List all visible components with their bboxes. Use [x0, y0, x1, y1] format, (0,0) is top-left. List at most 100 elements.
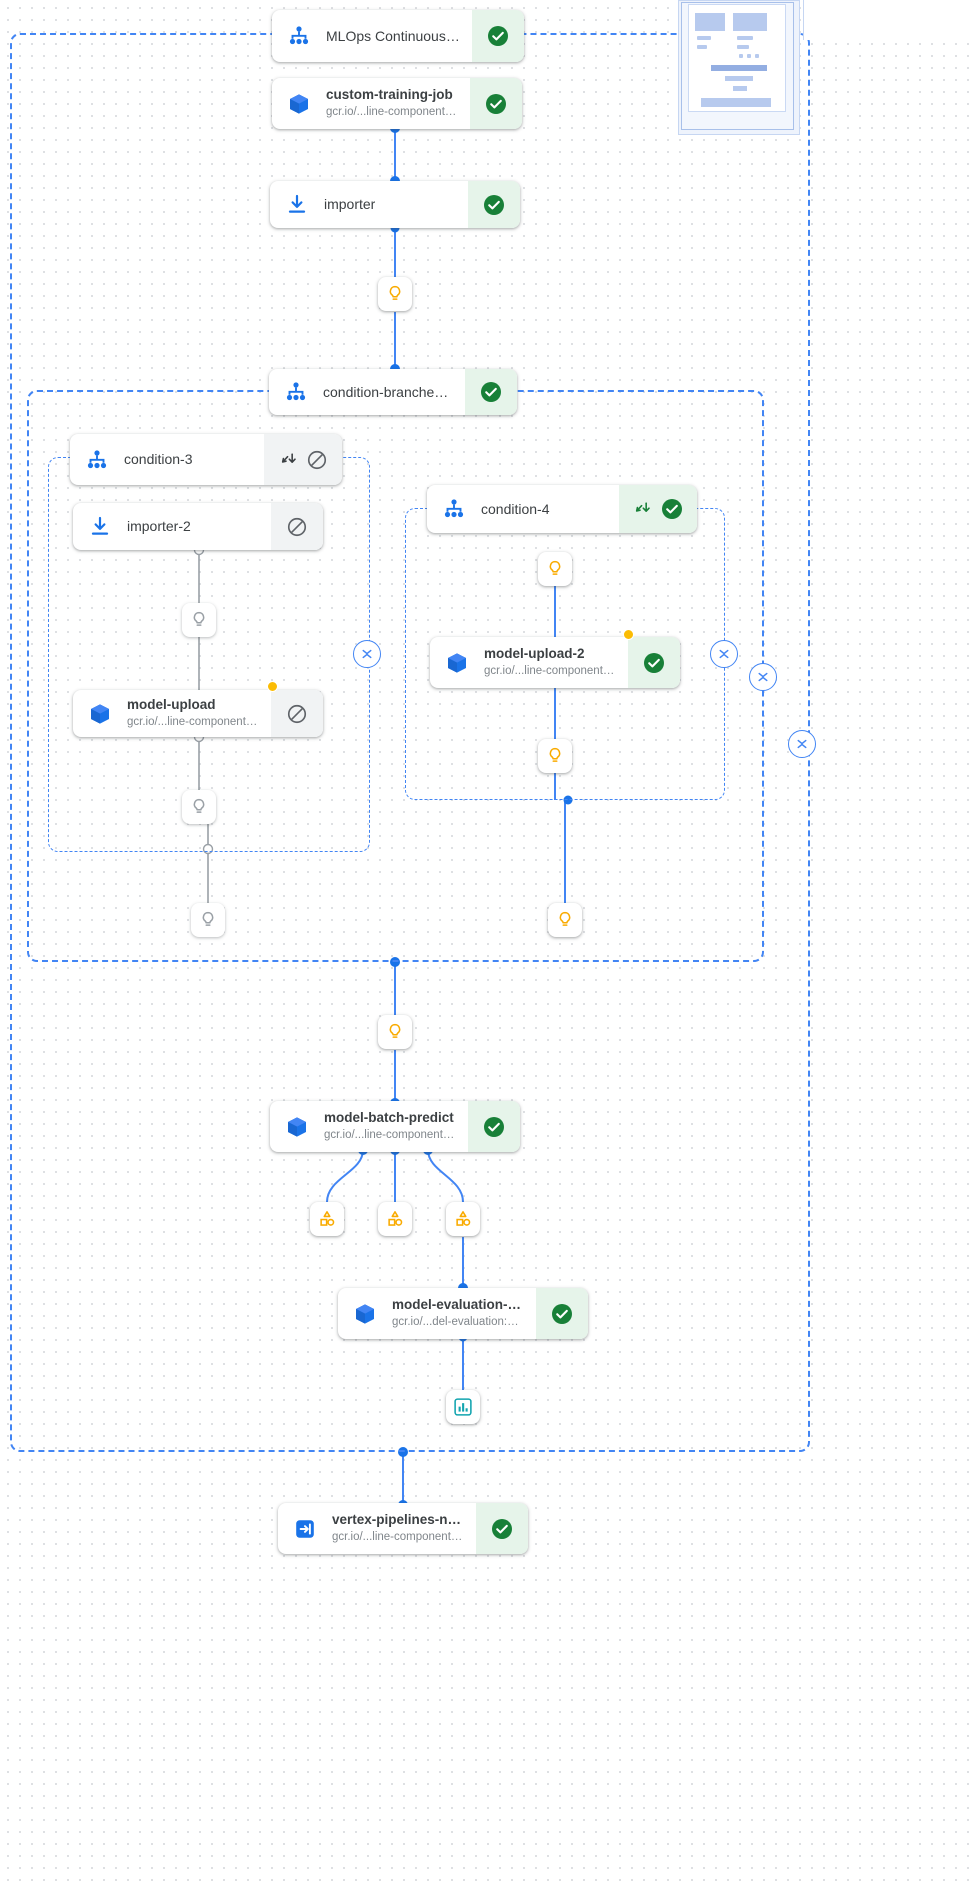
dag-minimap[interactable] — [678, 0, 800, 135]
status-badge-succeeded[interactable] — [536, 1288, 588, 1339]
status-badge-succeeded[interactable] — [472, 10, 524, 62]
chip-parameter-model-upload-2-out[interactable] — [538, 739, 572, 773]
handle-collapse-condition-4[interactable] — [710, 640, 738, 668]
check-circle-icon — [484, 194, 504, 215]
node-labels: model-evaluation-regres... gcr.io/...del… — [392, 1296, 524, 1330]
parameter-bulb-icon — [389, 1023, 401, 1038]
node-model-upload-2[interactable]: model-upload-2 gcr.io/...line-components… — [430, 637, 680, 688]
container-box-icon — [286, 91, 312, 117]
node-custom-training-job[interactable]: custom-training-job gcr.io/...line-compo… — [272, 78, 522, 129]
node-importer[interactable]: importer — [270, 181, 520, 228]
handle-collapse-condition-3[interactable] — [353, 640, 381, 668]
minimap-block — [733, 13, 767, 31]
node-model-evaluation-regression[interactable]: model-evaluation-regres... gcr.io/...del… — [338, 1288, 588, 1339]
chip-metrics-evaluation-out[interactable] — [446, 1390, 480, 1424]
node-condition-4[interactable]: condition-4 — [427, 485, 697, 533]
collapse-chevrons-icon — [758, 672, 768, 682]
check-circle-icon — [481, 382, 501, 402]
node-title: model-upload-2 — [484, 646, 585, 662]
chip-parameter-condition-3-out[interactable] — [191, 903, 225, 937]
check-circle-icon — [486, 93, 506, 114]
chip-artifact-batch-predict-1[interactable] — [310, 1202, 344, 1236]
status-badge-skipped[interactable] — [271, 690, 323, 737]
status-badge-succeeded[interactable] — [468, 181, 520, 228]
node-condition-branches-2[interactable]: condition-branches-2 — [269, 369, 517, 415]
check-circle-icon — [484, 1116, 504, 1137]
chip-parameter-after-importer[interactable] — [378, 277, 412, 311]
dag-minimap-edge-sliver — [803, 0, 978, 40]
block-circle-icon — [287, 517, 307, 536]
chip-parameter-condition-4-out[interactable] — [548, 903, 582, 937]
branch-arrow-icon — [635, 502, 650, 512]
status-badge-succeeded[interactable] — [619, 485, 697, 533]
minimap-block — [733, 86, 747, 91]
node-title: custom-training-job — [326, 87, 453, 103]
warning-dot-badge-model-upload-2 — [623, 629, 634, 640]
parameter-bulb-icon — [193, 798, 205, 813]
import-download-icon — [87, 514, 113, 540]
check-circle-icon — [488, 26, 508, 46]
node-vertex-pipelines-notification[interactable]: vertex-pipelines-notificat... gcr.io/...… — [278, 1503, 528, 1554]
node-subtitle: gcr.io/...del-evaluation:v0.9.3 — [392, 1316, 524, 1329]
status-badge-succeeded[interactable] — [476, 1503, 528, 1554]
pipeline-dag-icon — [441, 496, 467, 522]
minimap-dot — [755, 54, 759, 58]
metrics-bars-icon — [454, 1398, 472, 1416]
status-badge-succeeded[interactable] — [628, 637, 680, 688]
chip-parameter-condition-4-in[interactable] — [538, 552, 572, 586]
container-box-icon — [284, 1114, 310, 1140]
block-circle-icon — [287, 704, 307, 723]
handle-collapse-outer-right[interactable] — [788, 730, 816, 758]
chip-parameter-model-upload-out[interactable] — [182, 790, 216, 824]
node-labels: condition-3 — [124, 450, 193, 468]
minimap-dot — [739, 54, 743, 58]
node-model-upload[interactable]: model-upload gcr.io/...line-components:2… — [73, 690, 323, 737]
handle-collapse-branches[interactable] — [749, 663, 777, 691]
node-labels: vertex-pipelines-notificat... gcr.io/...… — [332, 1511, 464, 1545]
chip-parameter-branches-out[interactable] — [378, 1015, 412, 1049]
collapse-chevrons-icon — [797, 739, 807, 749]
node-body: vertex-pipelines-notificat... gcr.io/...… — [278, 1503, 476, 1554]
node-title: condition-3 — [124, 451, 193, 468]
import-download-icon — [284, 192, 310, 218]
node-title: condition-branches-2 — [323, 383, 453, 400]
node-labels: importer — [324, 195, 375, 213]
node-importer-2[interactable]: importer-2 — [73, 503, 323, 550]
node-body: importer-2 — [73, 503, 271, 550]
node-title: importer-2 — [127, 518, 191, 535]
chip-artifact-batch-predict-3[interactable] — [446, 1202, 480, 1236]
status-badge-skipped[interactable] — [271, 503, 323, 550]
node-body: model-evaluation-regres... gcr.io/...del… — [338, 1288, 536, 1339]
status-badge-succeeded[interactable] — [468, 1101, 520, 1152]
parameter-bulb-icon — [202, 911, 214, 926]
chip-parameter-importer-2-out[interactable] — [182, 603, 216, 637]
node-labels: model-batch-predict gcr.io/...line-compo… — [324, 1109, 456, 1143]
status-badge-succeeded[interactable] — [465, 369, 517, 415]
minimap-panel — [688, 4, 786, 112]
minimap-edge-rule — [803, 0, 804, 40]
minimap-viewport[interactable] — [681, 2, 794, 130]
status-badge-succeeded[interactable] — [470, 78, 522, 129]
node-labels: custom-training-job gcr.io/...line-compo… — [326, 86, 458, 120]
minimap-dot — [737, 36, 753, 40]
check-circle-icon — [552, 1303, 572, 1324]
node-condition-3[interactable]: condition-3 — [70, 434, 342, 485]
node-subtitle: gcr.io/...line-components:2.6.0 — [484, 665, 616, 678]
node-body: condition-branches-2 — [269, 369, 465, 415]
parameter-bulb-icon — [389, 285, 401, 300]
node-title: model-upload — [127, 697, 216, 713]
chip-artifact-batch-predict-2[interactable] — [378, 1202, 412, 1236]
node-body: model-upload gcr.io/...line-components:2… — [73, 690, 271, 737]
node-mlops-continuous-training[interactable]: MLOps Continuous Traini... — [272, 10, 524, 62]
node-title: importer — [324, 196, 376, 213]
node-labels: model-upload-2 gcr.io/...line-components… — [484, 645, 616, 679]
pipeline-dag-icon — [283, 379, 309, 405]
warning-dot-badge-model-upload — [267, 681, 278, 692]
branch-arrow-icon — [281, 452, 296, 463]
node-labels: MLOps Continuous Traini... — [326, 27, 460, 45]
parameter-bulb-icon — [193, 611, 205, 626]
status-badge-skipped[interactable] — [264, 434, 342, 485]
node-body: condition-4 — [427, 485, 619, 533]
node-model-batch-predict[interactable]: model-batch-predict gcr.io/...line-compo… — [270, 1101, 520, 1152]
